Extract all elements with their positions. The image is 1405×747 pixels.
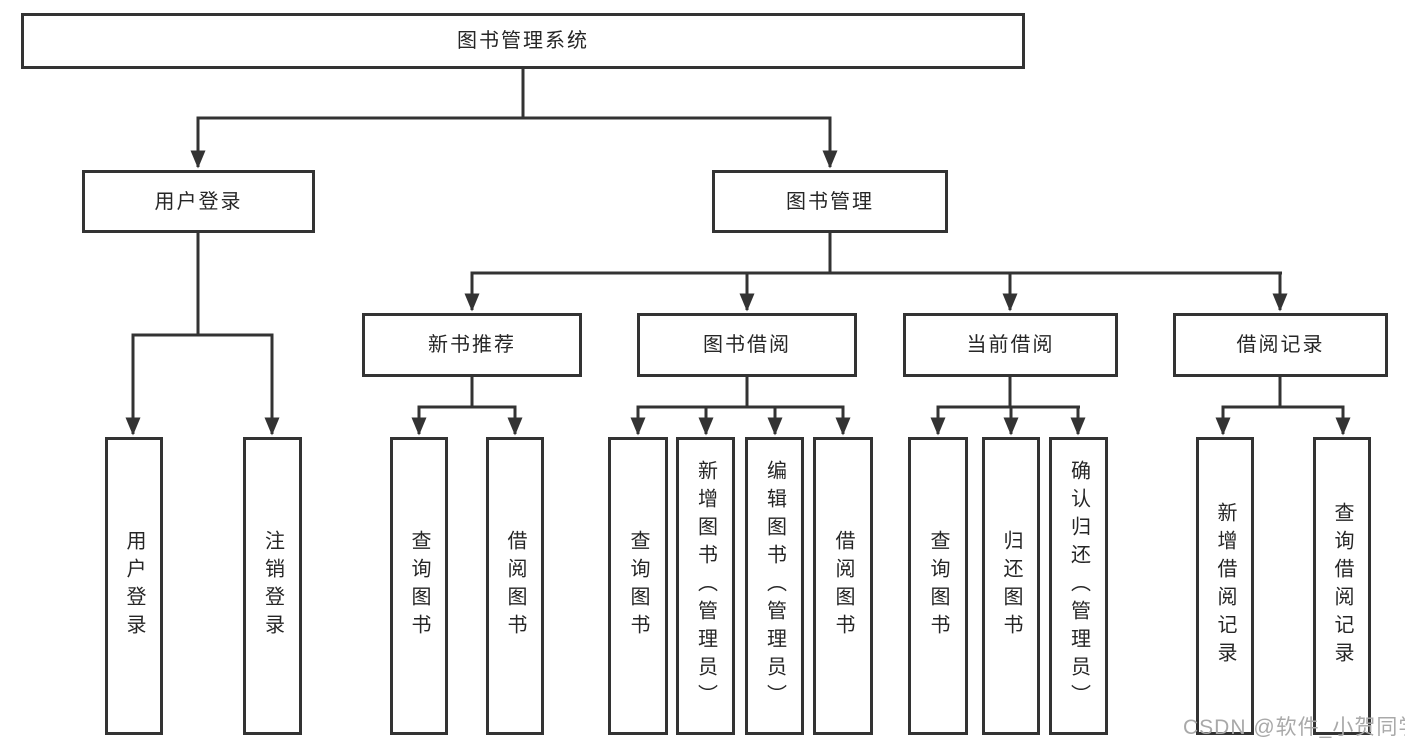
node-borrow-records: 借阅记录	[1173, 313, 1388, 377]
leaf-bb-add-books-admin: 新增图书（管理员）	[676, 437, 735, 735]
connector-borrow-records	[1215, 377, 1351, 436]
node-current-borrow: 当前借阅	[903, 313, 1118, 377]
node-book-borrow-label: 图书借阅	[703, 334, 791, 356]
leaf-nb-query-books: 查询图书	[390, 437, 448, 735]
leaf-user-login: 用户登录	[105, 437, 163, 735]
node-book-borrow: 图书借阅	[637, 313, 857, 377]
leaf-bb-edit-books-admin: 编辑图书（管理员）	[745, 437, 804, 735]
node-user-login-label: 用户登录	[154, 190, 243, 213]
connector-book-management	[464, 233, 1288, 312]
leaf-cb-return-books: 归还图书	[982, 437, 1040, 735]
leaf-nb-query-books-label: 查询图书	[408, 530, 430, 642]
node-book-management: 图书管理	[712, 170, 948, 233]
leaf-br-add-record: 新增借阅记录	[1196, 437, 1254, 735]
csdn-watermark: CSDN @软件_小贺同学	[1183, 716, 1405, 739]
connector-user-login	[125, 233, 280, 436]
leaf-nb-borrow-books: 借阅图书	[486, 437, 544, 735]
leaf-cb-query-books: 查询图书	[908, 437, 968, 735]
leaf-cb-confirm-return-admin-label: 确认归还（管理员）	[1067, 460, 1090, 712]
leaf-cb-query-books-label: 查询图书	[927, 530, 949, 642]
node-root: 图书管理系统	[21, 13, 1025, 69]
leaf-bb-borrow-books-label: 借阅图书	[832, 530, 854, 642]
leaf-cb-confirm-return-admin: 确认归还（管理员）	[1049, 437, 1108, 735]
leaf-bb-query-books-label: 查询图书	[627, 530, 649, 642]
leaf-logout: 注销登录	[243, 437, 302, 735]
leaf-bb-query-books: 查询图书	[608, 437, 668, 735]
node-new-book-recommend-label: 新书推荐	[428, 334, 516, 356]
leaf-bb-borrow-books: 借阅图书	[813, 437, 873, 735]
connector-new-book-recommend	[411, 377, 523, 436]
leaf-bb-edit-books-admin-label: 编辑图书（管理员）	[763, 460, 786, 712]
leaf-logout-label: 注销登录	[261, 530, 284, 642]
leaf-cb-return-books-label: 归还图书	[1000, 530, 1022, 642]
leaf-user-login-label: 用户登录	[123, 530, 145, 642]
node-book-management-label: 图书管理	[786, 190, 874, 213]
connector-root	[190, 67, 838, 169]
node-user-login: 用户登录	[82, 170, 315, 233]
leaf-nb-borrow-books-label: 借阅图书	[504, 530, 526, 642]
leaf-bb-add-books-admin-label: 新增图书（管理员）	[694, 460, 717, 712]
connector-book-borrow	[630, 377, 851, 436]
node-borrow-records-label: 借阅记录	[1236, 334, 1325, 356]
node-new-book-recommend: 新书推荐	[362, 313, 582, 377]
node-root-label: 图书管理系统	[457, 30, 589, 52]
leaf-br-query-record-label: 查询借阅记录	[1331, 502, 1353, 670]
node-current-borrow-label: 当前借阅	[966, 334, 1055, 356]
connector-current-borrow	[930, 377, 1086, 436]
leaf-br-add-record-label: 新增借阅记录	[1214, 502, 1236, 670]
leaf-br-query-record: 查询借阅记录	[1313, 437, 1371, 735]
